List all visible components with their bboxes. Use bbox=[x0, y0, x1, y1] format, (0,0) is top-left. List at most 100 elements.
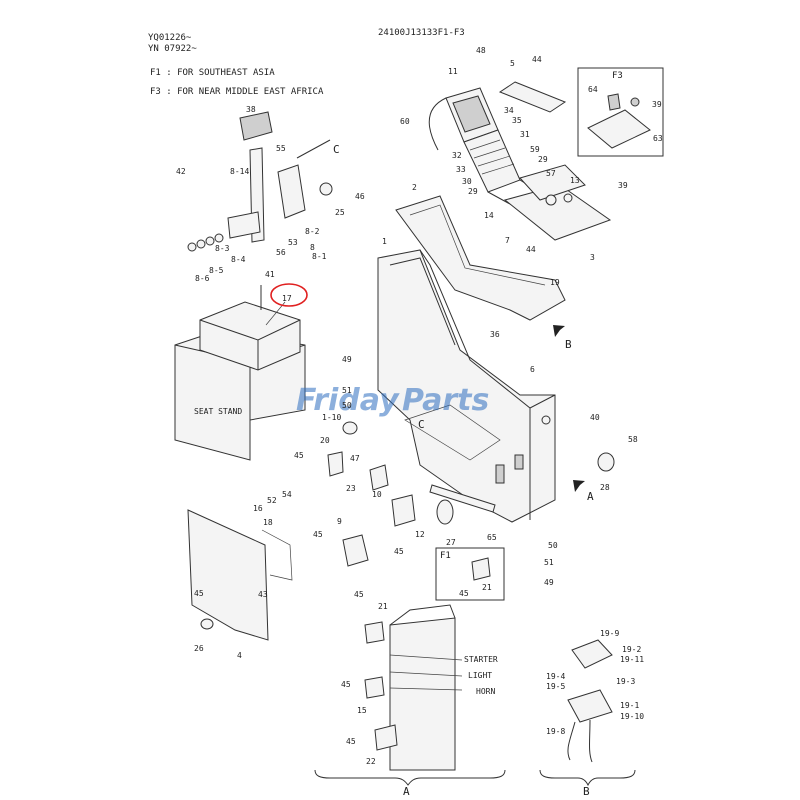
bracket-9 bbox=[342, 534, 369, 567]
part-number: 2 bbox=[412, 183, 417, 192]
part-number: 45 bbox=[346, 737, 356, 746]
part-number: 8 bbox=[310, 243, 315, 252]
watermark: Friday Parts bbox=[296, 383, 489, 418]
console-block-14 bbox=[519, 164, 586, 201]
part-number: 20 bbox=[320, 436, 330, 445]
part-number: 30 bbox=[462, 177, 472, 186]
part-number: 45 bbox=[459, 589, 469, 598]
part-number: 9 bbox=[337, 517, 342, 526]
part-number: 10 bbox=[372, 490, 382, 499]
rail-65 bbox=[429, 484, 496, 513]
part-number: 13 bbox=[570, 176, 580, 185]
part-number: 16 bbox=[253, 504, 263, 513]
part-number: 45 bbox=[313, 530, 323, 539]
part-number: 8-6 bbox=[195, 274, 210, 283]
part-number: 51 bbox=[342, 386, 352, 395]
part-number: 56 bbox=[276, 248, 286, 257]
part-number: 19-11 bbox=[620, 655, 644, 664]
part-number: 5 bbox=[510, 59, 515, 68]
part-number: 29 bbox=[538, 155, 548, 164]
view-a-label: A bbox=[403, 785, 410, 798]
part-number: 19-9 bbox=[600, 629, 619, 638]
part-number: 19-1 bbox=[620, 701, 639, 710]
part-number: 19-3 bbox=[616, 677, 635, 686]
part-number: 44 bbox=[532, 55, 542, 64]
part-number: 52 bbox=[267, 496, 277, 505]
part-number: 38 bbox=[246, 105, 256, 114]
part-number: 63 bbox=[653, 134, 663, 143]
cover-plate-5 bbox=[498, 81, 567, 113]
part-number: 11 bbox=[448, 67, 458, 76]
svg-text:B: B bbox=[565, 338, 572, 351]
highlight-circle bbox=[270, 283, 308, 307]
part-number: 19-2 bbox=[622, 645, 641, 654]
part-number: 8-3 bbox=[215, 244, 230, 253]
svg-text:A: A bbox=[587, 490, 594, 503]
part-number: 40 bbox=[590, 413, 600, 422]
part-number: 45 bbox=[354, 590, 364, 599]
part-number: 19-4 bbox=[546, 672, 565, 681]
part-number: 1-10 bbox=[322, 413, 341, 422]
part-number: 55 bbox=[276, 144, 286, 153]
arrow-c-mid: C bbox=[418, 418, 425, 431]
note-f1: F1 : FOR SOUTHEAST ASIA bbox=[150, 68, 275, 78]
part-number: 34 bbox=[504, 106, 514, 115]
inset-f3: F3 bbox=[577, 67, 664, 157]
inset-f1-title: F1 bbox=[440, 551, 451, 561]
part-number: 36 bbox=[490, 330, 500, 339]
bracket-20 bbox=[327, 451, 344, 477]
seat-stand-label: SEAT STAND bbox=[194, 407, 242, 416]
part-number: 19 bbox=[550, 278, 560, 287]
part-number: 45 bbox=[294, 451, 304, 460]
part-number: 46 bbox=[355, 192, 365, 201]
part-number: 6 bbox=[530, 365, 535, 374]
view-b: B bbox=[539, 639, 636, 798]
part-number: 45 bbox=[394, 547, 404, 556]
part-number: 18 bbox=[263, 518, 273, 527]
part-number: 50 bbox=[548, 541, 558, 550]
part-number: 57 bbox=[546, 169, 556, 178]
part-number: 32 bbox=[452, 151, 462, 160]
drawing-number: 24100J13133F1-F3 bbox=[378, 28, 465, 38]
part-number: 42 bbox=[176, 167, 186, 176]
cap-28 bbox=[597, 452, 615, 472]
part-number: 8-1 bbox=[312, 252, 327, 261]
part-number: 47 bbox=[350, 454, 360, 463]
part-number: 60 bbox=[400, 117, 410, 126]
part-number: 8-14 bbox=[230, 167, 249, 176]
part-number: 4 bbox=[237, 651, 242, 660]
box-17 bbox=[199, 301, 301, 371]
label-light: LIGHT bbox=[468, 671, 492, 680]
part-number: 12 bbox=[415, 530, 425, 539]
bracket-10 bbox=[391, 494, 416, 527]
part-number: 44 bbox=[526, 245, 536, 254]
part-number: 43 bbox=[258, 590, 268, 599]
part-number: 8-2 bbox=[305, 227, 320, 236]
bracket-23 bbox=[369, 464, 389, 491]
inset-f1: F1 bbox=[435, 547, 505, 601]
part-number: 21 bbox=[482, 583, 492, 592]
part-number: 39 bbox=[618, 181, 628, 190]
part-number: 45 bbox=[194, 589, 204, 598]
part-number: 41 bbox=[265, 270, 275, 279]
note-f3: F3 : FOR NEAR MIDDLE EAST AFRICA bbox=[150, 87, 324, 97]
part-number: 33 bbox=[456, 165, 466, 174]
knob-13 bbox=[545, 194, 557, 206]
part-number: 65 bbox=[487, 533, 497, 542]
part-number: 49 bbox=[544, 578, 554, 587]
part-number: 54 bbox=[282, 490, 292, 499]
side-panel-4 bbox=[187, 509, 269, 641]
grommet-26 bbox=[200, 618, 214, 630]
part-number: 8-5 bbox=[209, 266, 224, 275]
arrow-b: B bbox=[553, 325, 572, 351]
serial-code-1: YQ01226~ bbox=[148, 33, 192, 43]
arrow-c-top: C bbox=[333, 143, 340, 156]
svg-text:Friday: Friday bbox=[296, 383, 400, 418]
part-number: 8-4 bbox=[231, 255, 246, 264]
part-number: 48 bbox=[476, 46, 486, 55]
part-number: 26 bbox=[194, 644, 204, 653]
part-number: 14 bbox=[484, 211, 494, 220]
part-number: 49 bbox=[342, 355, 352, 364]
part-number: 21 bbox=[378, 602, 388, 611]
